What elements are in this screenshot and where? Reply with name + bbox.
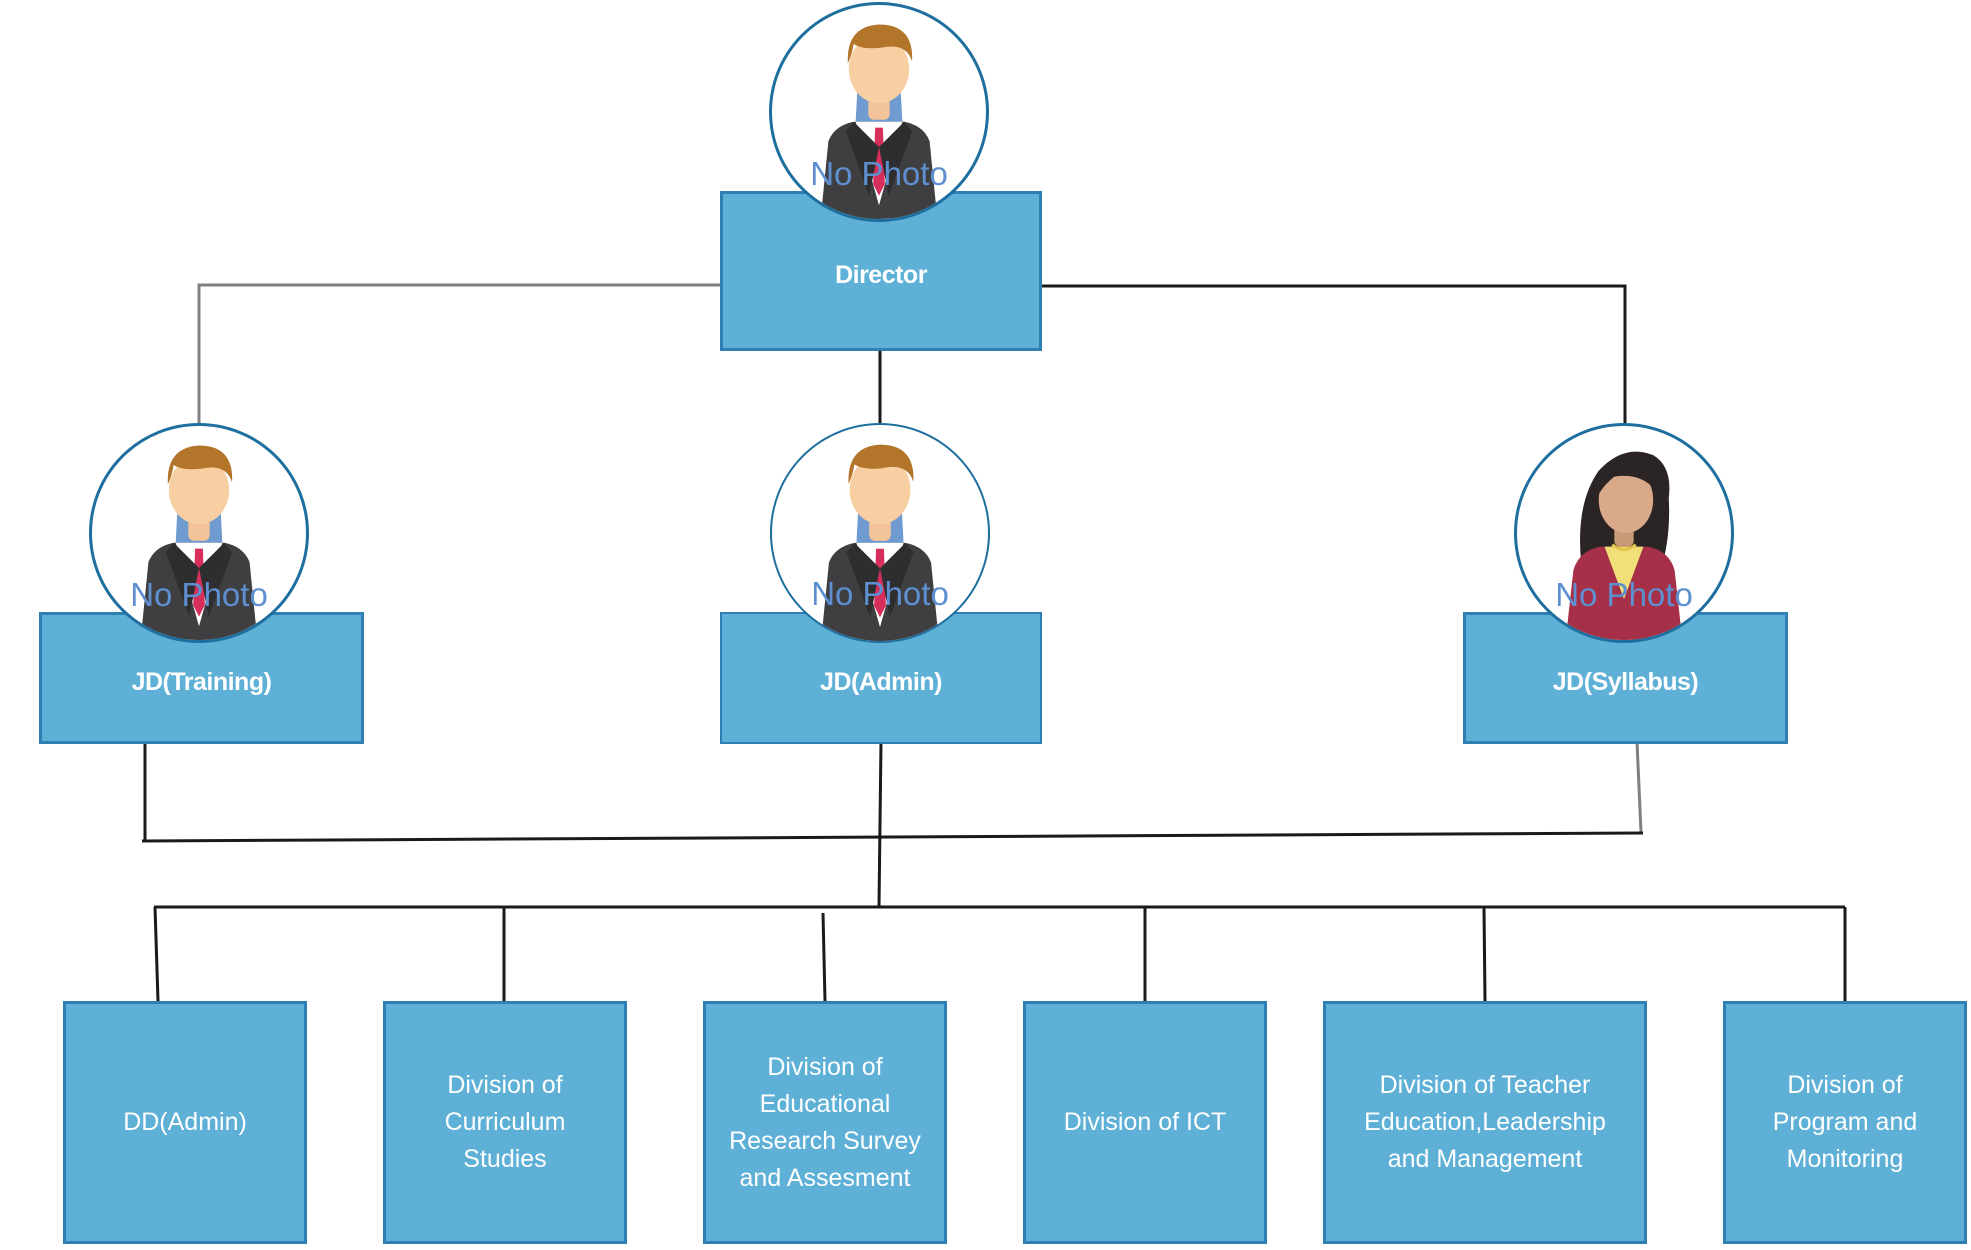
connector-drop-teacher xyxy=(1482,906,1487,1002)
connector-jd-bar xyxy=(141,831,1644,843)
division-box-teacher-education[interactable]: Division of Teacher Education,Leadership… xyxy=(1323,1001,1647,1244)
connector-syllabus-drop xyxy=(1635,741,1643,833)
jd-admin-label: JD(Admin) xyxy=(820,667,942,696)
jd-syllabus-label: JD(Syllabus) xyxy=(1552,667,1699,696)
connector-admin-trunk xyxy=(877,741,883,907)
jd-admin-avatar: No Photo xyxy=(770,423,990,643)
division-label: Division of Curriculum Studies xyxy=(444,1071,566,1173)
connector-director-syllabus xyxy=(1042,284,1627,423)
connector-drop-research xyxy=(821,912,827,1002)
division-box-ict[interactable]: Division of ICT xyxy=(1023,1001,1267,1244)
division-label: Division of ICT xyxy=(1063,1108,1227,1136)
director-avatar: No Photo xyxy=(769,2,989,222)
director-label: Director xyxy=(835,260,927,289)
jd-training-label: JD(Training) xyxy=(131,667,272,696)
woman-avatar-icon xyxy=(1565,451,1683,640)
division-label: Division of Program and Monitoring xyxy=(1772,1071,1918,1173)
connector-director-training xyxy=(197,283,721,423)
division-box-program-monitoring[interactable]: Division of Program and Monitoring xyxy=(1723,1001,1967,1244)
division-label: Division of Teacher Education,Leadership… xyxy=(1364,1071,1606,1173)
man-avatar-icon xyxy=(821,444,939,641)
man-avatar-icon xyxy=(820,24,938,219)
jd-admin-box[interactable]: JD(Admin) xyxy=(720,612,1042,744)
division-box-educational-research[interactable]: Division of Educational Research Survey … xyxy=(703,1001,947,1244)
division-box-curriculum-studies[interactable]: Division of Curriculum Studies xyxy=(383,1001,627,1244)
division-label: Division of Educational Research Survey … xyxy=(729,1052,921,1192)
division-label: DD(Admin) xyxy=(123,1108,247,1136)
jd-training-avatar: No Photo xyxy=(89,423,309,643)
man-avatar-icon xyxy=(140,445,258,640)
jd-syllabus-avatar: No Photo xyxy=(1514,423,1734,643)
connector-drop-dd-admin xyxy=(153,906,160,1002)
division-box-dd-admin[interactable]: DD(Admin) xyxy=(63,1001,307,1244)
